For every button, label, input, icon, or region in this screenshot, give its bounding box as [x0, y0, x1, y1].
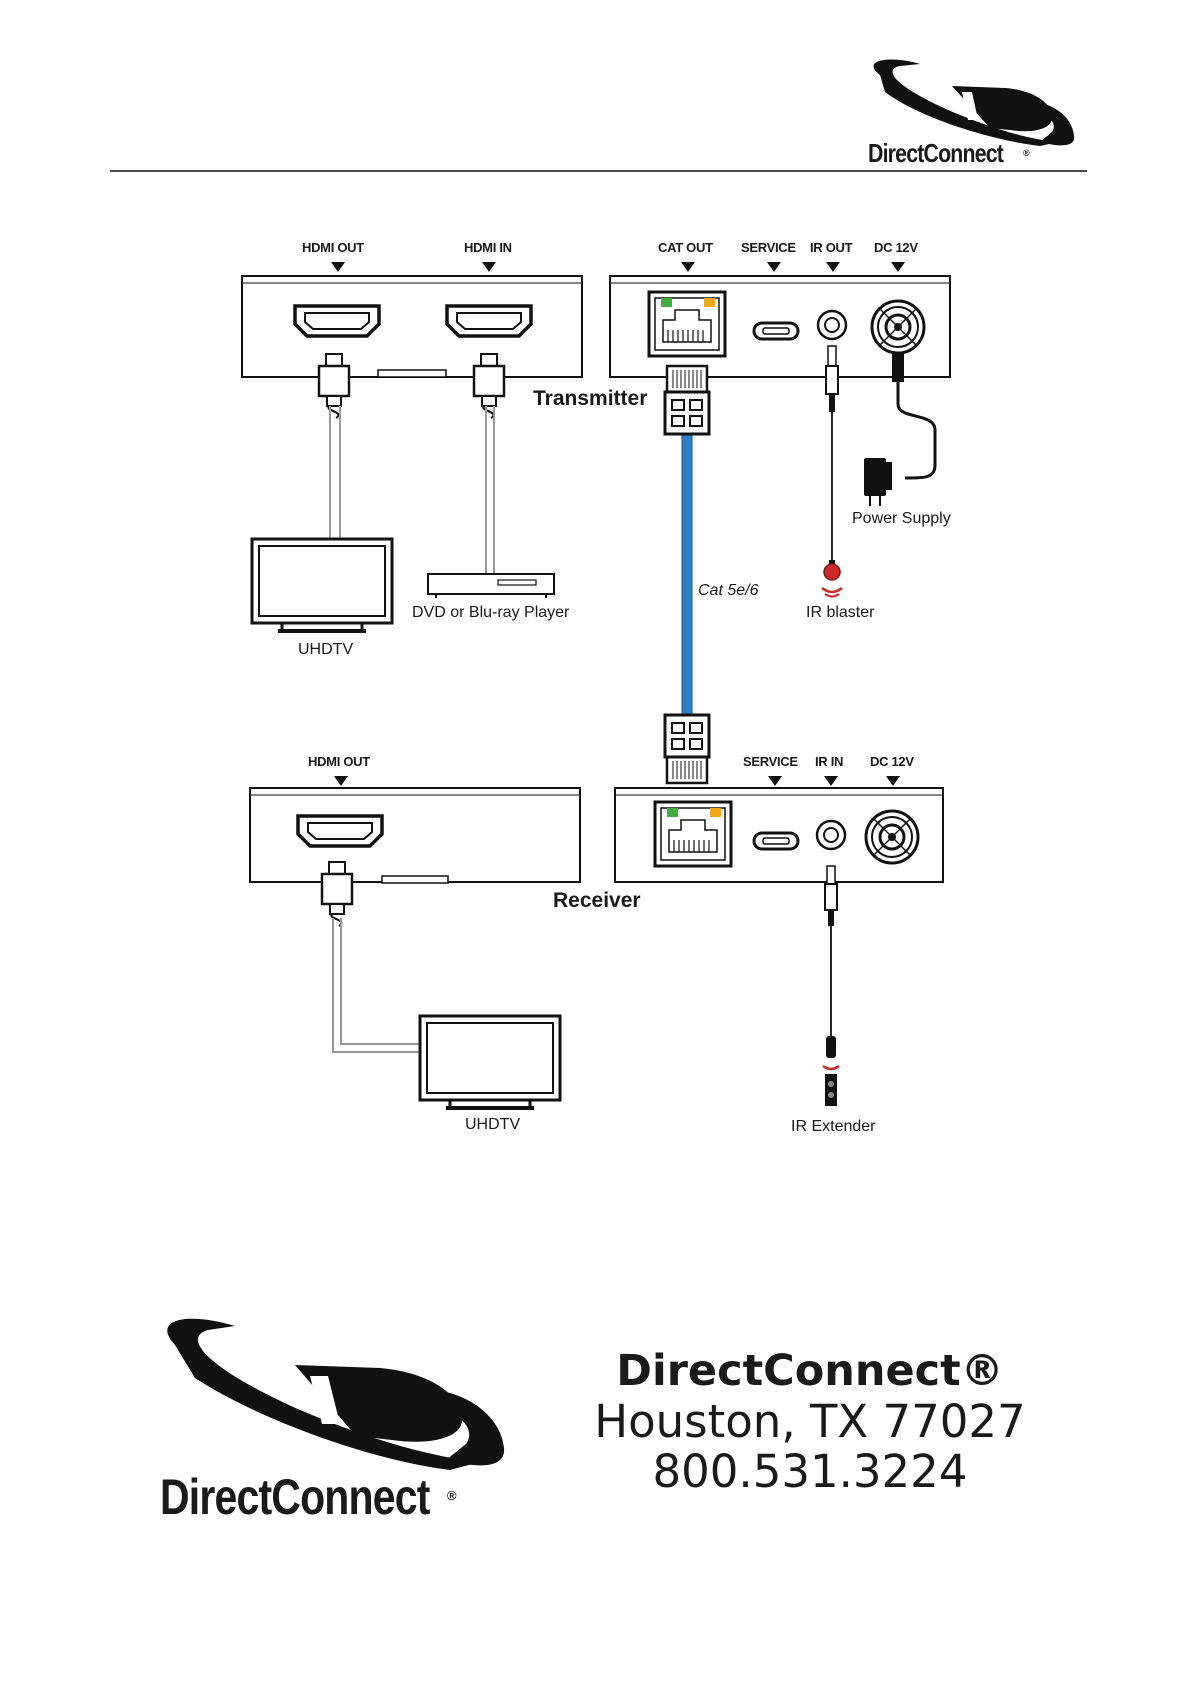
tx-port-service: SERVICE	[741, 240, 796, 255]
header-logo-icon	[874, 60, 1075, 146]
ir-blaster-label: IR blaster	[806, 604, 874, 622]
rx-port-service: SERVICE	[743, 754, 798, 769]
rx-port-hdmi-out: HDMI OUT	[308, 754, 370, 769]
header-logo-registered: ®	[1023, 148, 1029, 158]
tx-port-ir-out: IR OUT	[810, 240, 852, 255]
rx-port-ir-in: IR IN	[815, 754, 843, 769]
rx-port-dc-12v: DC 12V	[870, 754, 914, 769]
footer-logo-icon	[167, 1319, 504, 1470]
footer-company: DirectConnect®	[560, 1346, 1060, 1396]
ir-blaster-cable	[822, 346, 842, 597]
cat-cable-label: Cat 5e/6	[698, 582, 758, 600]
footer-phone: 800.531.3224	[560, 1445, 1060, 1498]
ir-extender-cable	[823, 866, 839, 1106]
uhdtv-top-icon	[252, 539, 392, 633]
transmitter-title: Transmitter	[533, 387, 647, 411]
tx-port-cat-out: CAT OUT	[658, 240, 713, 255]
ir-extender-label: IR Extender	[791, 1118, 875, 1136]
header-logo-text: DirectConnect	[868, 138, 1003, 169]
transmitter-left-unit	[242, 262, 582, 377]
uhdtv-top-label: UHDTV	[298, 641, 353, 659]
receiver-right-unit	[615, 776, 943, 882]
receiver-hdmi-cable	[322, 862, 420, 1052]
tx-port-hdmi-out: HDMI OUT	[302, 240, 364, 255]
power-supply-label: Power Supply	[852, 510, 951, 528]
player-label: DVD or Blu-ray Player	[412, 604, 569, 622]
dvd-player-icon	[428, 574, 554, 598]
tx-port-hdmi-in: HDMI IN	[464, 240, 512, 255]
receiver-title: Receiver	[553, 889, 641, 913]
footer-logo-text: DirectConnect	[160, 1468, 430, 1526]
tx-port-dc-12v: DC 12V	[874, 240, 918, 255]
uhdtv-bottom-label: UHDTV	[465, 1116, 520, 1134]
footer-logo-registered: ®	[447, 1488, 456, 1503]
cat-cable	[665, 366, 709, 783]
footer-city: Houston, TX 77027	[560, 1395, 1060, 1448]
uhdtv-bottom-icon	[420, 1016, 560, 1110]
receiver-left-unit	[250, 776, 580, 883]
